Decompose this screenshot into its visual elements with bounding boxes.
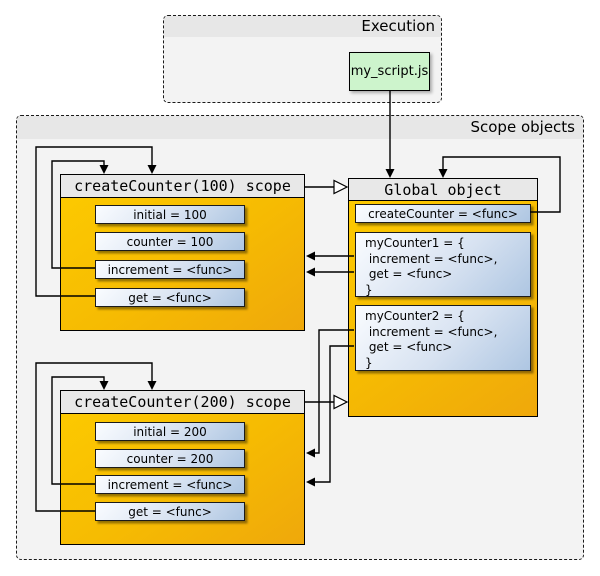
counter200-scope-box: createCounter(200) scope initial = 200 c…: [60, 390, 305, 545]
counter200-scope-title: createCounter(200) scope: [61, 391, 304, 414]
counter100-row-initial: initial = 100: [95, 205, 245, 224]
counter200-row-increment: increment = <func>: [95, 475, 245, 494]
counter100-scope-box: createCounter(100) scope initial = 100 c…: [60, 174, 305, 331]
counter200-row-counter: counter = 200: [95, 449, 245, 468]
global-mycounter1-object: myCounter1 = { increment = <func>, get =…: [355, 232, 531, 297]
counter100-row-increment: increment = <func>: [95, 260, 245, 279]
counter100-row-counter: counter = 100: [95, 232, 245, 251]
global-object-title: Global object: [349, 179, 537, 201]
global-mycounter2-object: myCounter2 = { increment = <func>, get =…: [355, 305, 531, 371]
counter100-row-get: get = <func>: [95, 288, 245, 307]
counter200-row-get: get = <func>: [95, 502, 245, 521]
counter100-scope-title: createCounter(100) scope: [61, 175, 304, 198]
global-object-box: Global object createCounter = <func> myC…: [348, 178, 538, 417]
global-row-createcounter: createCounter = <func>: [355, 204, 531, 223]
execution-panel-title: Execution: [164, 16, 441, 37]
my-script-node: my_script.js: [349, 52, 430, 91]
counter200-row-initial: initial = 200: [95, 422, 245, 441]
scope-objects-panel-title: Scope objects: [17, 116, 583, 139]
